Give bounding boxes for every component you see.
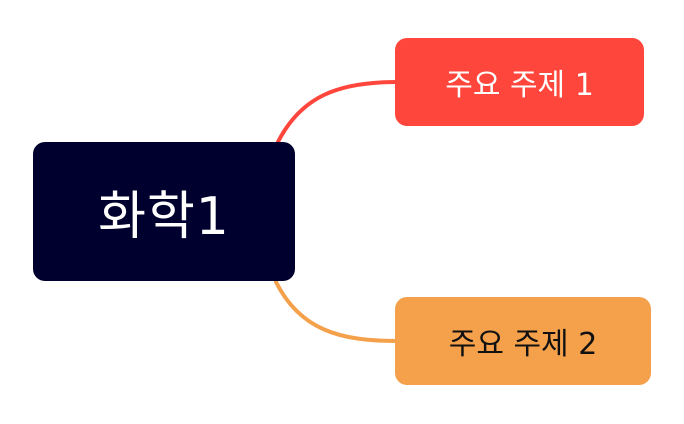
- main-topic-2-node[interactable]: 주요 주제 2: [395, 297, 651, 385]
- connector-topic-1: [274, 80, 399, 148]
- central-topic-label: 화학1: [98, 187, 230, 247]
- main-topic-1-label: 주요 주제 1: [445, 68, 594, 103]
- main-topic-1-node[interactable]: 주요 주제 1: [395, 38, 644, 126]
- connector-topic-2: [274, 280, 399, 343]
- central-topic-node[interactable]: 화학1: [33, 142, 295, 281]
- main-topic-2-label: 주요 주제 2: [448, 327, 598, 362]
